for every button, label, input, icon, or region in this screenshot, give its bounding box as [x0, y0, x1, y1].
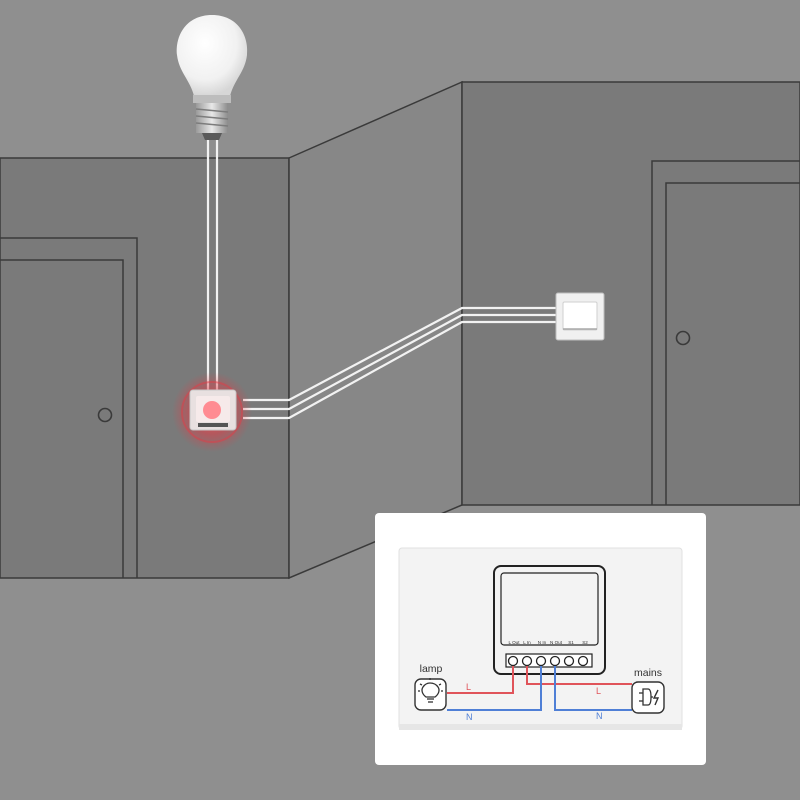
- wiring-lines: [447, 666, 632, 711]
- power-plug-icon: [639, 688, 660, 706]
- lamp-symbol: lamp: [414, 663, 447, 711]
- light-bulb-icon: [176, 15, 248, 140]
- wire-label-live-mains: L: [596, 686, 601, 696]
- module-body: [493, 565, 606, 675]
- switch-wires: [243, 306, 556, 420]
- terminal-label-s1: S1: [568, 640, 574, 645]
- terminal-s1: [563, 655, 575, 667]
- wire-label-neutral-lamp: N: [466, 712, 473, 722]
- terminal-n-out: [549, 655, 561, 667]
- wire-label-live-lamp: L: [466, 682, 471, 692]
- live-wire-mains: [526, 666, 632, 685]
- wire-label-neutral-mains: N: [596, 711, 603, 721]
- terminal-s2: [577, 655, 589, 667]
- lightbulb-icon: [418, 678, 443, 703]
- wall-light-switch: [555, 292, 605, 341]
- left-wall: [0, 157, 290, 579]
- right-wall: [461, 81, 800, 506]
- terminal-label-n-in: N In: [538, 640, 547, 645]
- terminal-labels: L Out L In N In N Out S1 S2: [508, 640, 588, 645]
- smart-module-glow: [172, 372, 252, 452]
- right-door: [651, 160, 800, 505]
- door-knob-icon: [675, 330, 691, 346]
- terminal-l-in: [521, 655, 533, 667]
- terminal-label-l-out: L Out: [508, 640, 520, 645]
- terminal-l-out: [507, 655, 519, 667]
- mains-symbol: mains: [631, 667, 665, 714]
- terminal-label-s2: S2: [582, 640, 588, 645]
- live-wire-lamp: [447, 666, 514, 694]
- terminal-label-n-out: N Out: [550, 640, 563, 645]
- left-door: [0, 237, 138, 578]
- terminal-block: [505, 653, 593, 668]
- neutral-wire-mains: [554, 666, 632, 711]
- wiring-diagram-card: L Out L In N In N Out S1 S2 L N: [375, 513, 706, 765]
- lamp-label: lamp: [420, 663, 443, 675]
- mains-label: mains: [634, 667, 662, 679]
- neutral-wire-lamp: [447, 666, 542, 711]
- terminal-label-l-in: L In: [523, 640, 531, 645]
- wire-labels: L N L N: [466, 682, 603, 722]
- ceiling-wires: [206, 140, 219, 392]
- terminal-n-in: [535, 655, 547, 667]
- door-knob-icon: [97, 407, 113, 423]
